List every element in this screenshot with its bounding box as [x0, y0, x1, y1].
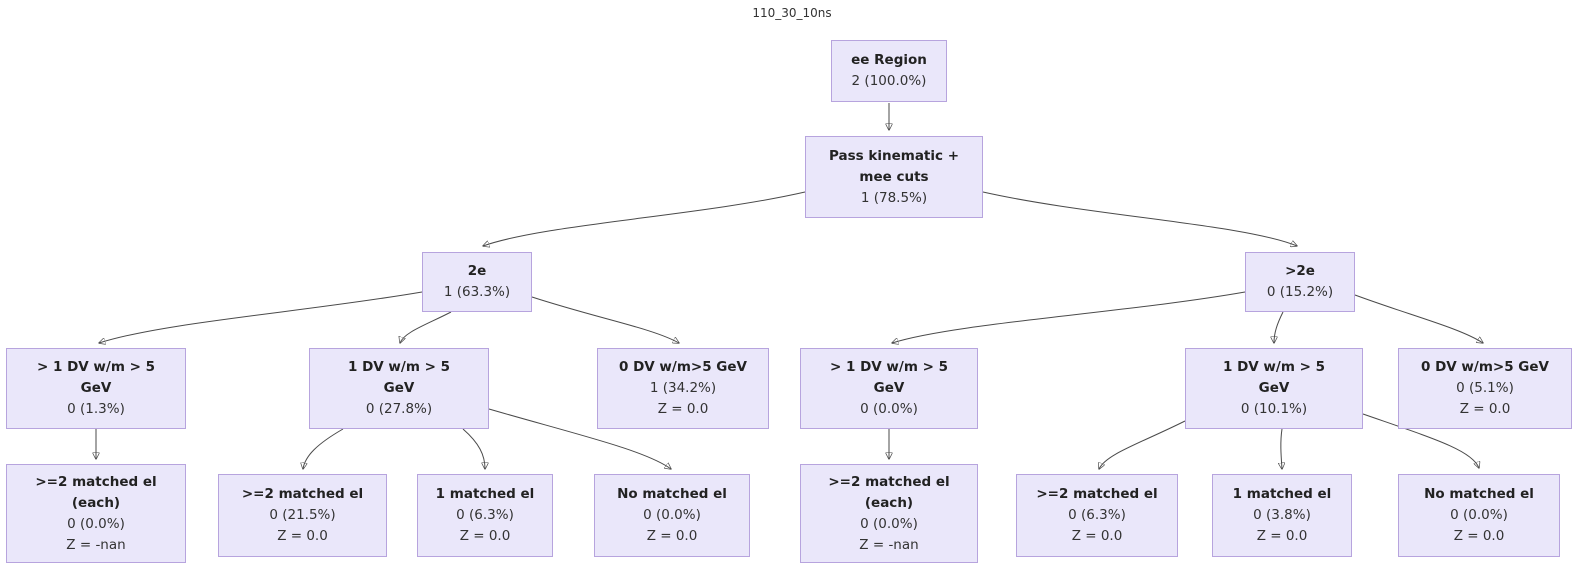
node-title: >=2 matched el (each) — [828, 473, 950, 511]
node-count: 0 (10.1%) — [1240, 401, 1308, 417]
node-count: 0 (0.0%) — [860, 401, 918, 417]
node-significance: Z = -nan — [859, 536, 919, 553]
node-right-ge2-matched-each: >=2 matched el (each) 0 (0.0%) Z = -nan — [800, 464, 978, 563]
edge-right-1dv-to-nomatched — [1362, 413, 1479, 468]
node-right-1dv: 1 DV w/m > 5 GeV 0 (10.1%) — [1185, 348, 1363, 429]
node-count: 0 (6.3%) — [456, 507, 514, 523]
node-significance: Z = 0.0 — [1071, 528, 1123, 544]
node-left-0dv: 0 DV w/m>5 GeV 1 (34.2%) Z = 0.0 — [597, 348, 769, 429]
diagram-title: 110_30_10ns — [752, 6, 832, 20]
node-significance: Z = 0.0 — [277, 528, 328, 544]
node-left-1-matched: 1 matched el 0 (6.3%) Z = 0.0 — [417, 474, 553, 557]
node-title: 1 matched el — [1232, 486, 1332, 502]
edge-right-1dv-to-ge2 — [1099, 420, 1186, 469]
node-pass-kinematic: Pass kinematic + mee cuts 1 (78.5%) — [805, 136, 983, 218]
node-count: 1 (78.5%) — [860, 189, 928, 206]
node-title: ee Region — [851, 52, 927, 68]
node-title: >=2 matched el — [1036, 486, 1158, 502]
edge-gt2e-to-right-gt1dv — [892, 291, 1246, 343]
edge-2e-to-left-gt1dv — [99, 291, 423, 343]
node-title: > 1 DV w/m > 5 GeV — [36, 359, 156, 396]
node-title: 2e — [467, 263, 487, 279]
edge-pass-to-2e — [483, 191, 806, 246]
node-title: >=2 matched el (each) — [35, 473, 157, 511]
node-left-gt1dv: > 1 DV w/m > 5 GeV 0 (1.3%) — [6, 348, 186, 429]
node-count: 0 (15.2%) — [1266, 284, 1334, 300]
node-count: 0 (0.0%) — [643, 507, 701, 523]
node-count: 0 (21.5%) — [269, 507, 336, 523]
node-gt2e: >2e 0 (15.2%) — [1245, 252, 1355, 312]
edge-left-1dv-to-nomatched — [488, 408, 671, 469]
edge-gt2e-to-right-0dv — [1354, 294, 1483, 343]
edge-gt2e-to-right-1dv — [1274, 311, 1284, 343]
node-title: 1 DV w/m > 5 GeV — [1222, 359, 1326, 396]
node-title: >2e — [1285, 263, 1315, 279]
edge-2e-to-left-0dv — [531, 296, 679, 343]
node-count: 0 (6.3%) — [1068, 507, 1126, 523]
edge-pass-to-gt2e — [982, 191, 1297, 246]
edge-left-1dv-to-1matched — [462, 428, 485, 469]
node-ee-region: ee Region 2 (100.0%) — [831, 40, 947, 102]
node-count: 2 (100.0%) — [851, 73, 927, 89]
node-significance: Z = -nan — [66, 536, 126, 553]
node-right-no-matched: No matched el 0 (0.0%) Z = 0.0 — [1398, 474, 1560, 557]
node-count: 0 (5.1%) — [1456, 380, 1514, 396]
node-significance: Z = 0.0 — [657, 401, 709, 417]
node-significance: Z = 0.0 — [1256, 528, 1308, 544]
node-count: 0 (0.0%) — [67, 515, 125, 532]
edge-2e-to-left-1dv — [400, 311, 452, 343]
edge-left-1dv-to-ge2 — [303, 428, 344, 469]
node-count: 0 (0.0%) — [1450, 507, 1508, 523]
node-2e: 2e 1 (63.3%) — [422, 252, 532, 312]
node-count: 1 (63.3%) — [443, 284, 511, 300]
node-significance: Z = 0.0 — [1459, 401, 1511, 417]
node-title: Pass kinematic + mee cuts — [828, 147, 960, 185]
node-count: 0 (3.8%) — [1253, 507, 1311, 523]
node-title: >=2 matched el — [241, 486, 364, 502]
node-title: 1 matched el — [435, 486, 535, 502]
node-right-1-matched: 1 matched el 0 (3.8%) Z = 0.0 — [1212, 474, 1352, 557]
node-left-no-matched: No matched el 0 (0.0%) Z = 0.0 — [594, 474, 750, 557]
node-title: No matched el — [1424, 486, 1534, 502]
node-title: No matched el — [617, 486, 727, 502]
node-count: 0 (1.3%) — [67, 401, 125, 417]
node-right-gt1dv: > 1 DV w/m > 5 GeV 0 (0.0%) — [800, 348, 978, 429]
node-title: 0 DV w/m>5 GeV — [618, 359, 747, 375]
node-significance: Z = 0.0 — [459, 528, 511, 544]
node-title: 0 DV w/m>5 GeV — [1420, 359, 1549, 375]
node-right-0dv: 0 DV w/m>5 GeV 0 (5.1%) Z = 0.0 — [1398, 348, 1572, 429]
node-significance: Z = 0.0 — [1453, 528, 1505, 544]
node-title: > 1 DV w/m > 5 GeV — [829, 359, 949, 396]
node-count: 1 (34.2%) — [649, 380, 717, 396]
node-title: 1 DV w/m > 5 GeV — [347, 359, 451, 396]
node-right-ge2-matched: >=2 matched el 0 (6.3%) Z = 0.0 — [1016, 474, 1178, 557]
node-count: 0 (0.0%) — [860, 515, 918, 532]
edge-right-1dv-to-1matched — [1281, 428, 1282, 469]
node-count: 0 (27.8%) — [365, 401, 433, 417]
node-left-1dv: 1 DV w/m > 5 GeV 0 (27.8%) — [309, 348, 489, 429]
node-significance: Z = 0.0 — [646, 528, 698, 544]
node-left-ge2-matched: >=2 matched el 0 (21.5%) Z = 0.0 — [218, 474, 387, 557]
node-left-ge2-matched-each: >=2 matched el (each) 0 (0.0%) Z = -nan — [6, 464, 186, 563]
